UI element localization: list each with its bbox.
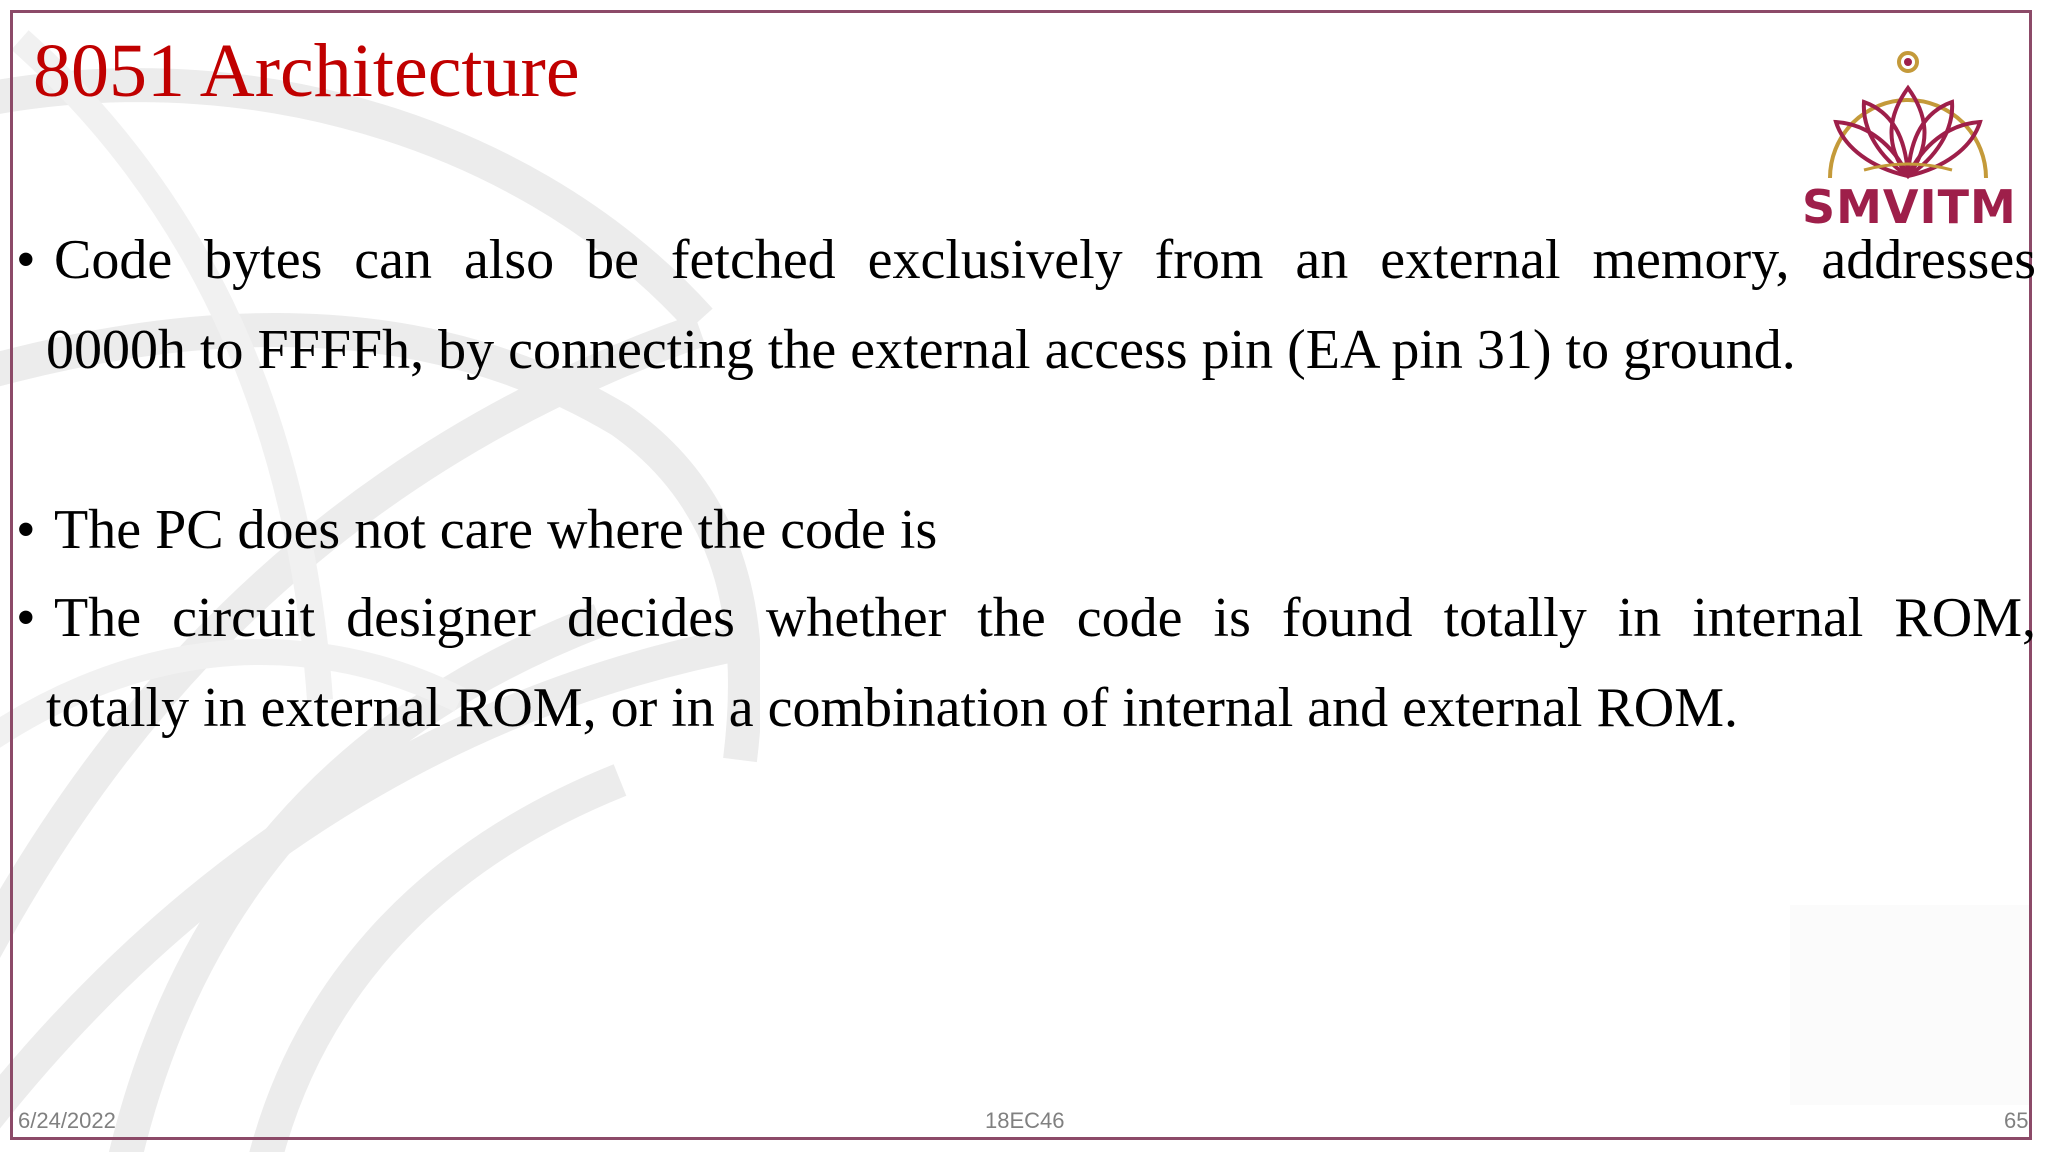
bullet-3-line-2: totally in external ROM, or in a combina…: [46, 677, 1739, 739]
footer-date: 6/24/2022: [18, 1108, 116, 1133]
bullet-marker: •: [16, 587, 36, 649]
bullet-item-3: • The circuit designer decides whether t…: [16, 573, 2036, 753]
smvitm-lotus-logo-icon: [1828, 51, 1988, 180]
logo-wordmark: SMVITM: [1802, 180, 2017, 234]
bullet-item-1: • Code bytes can also be fetched exclusi…: [16, 215, 2036, 395]
footer-course-code: 18EC46: [985, 1108, 1065, 1133]
bullet-marker: •: [16, 499, 36, 561]
bullet-2-line-1: The PC does not care where the code is: [54, 499, 938, 561]
corner-patch: [1790, 905, 2030, 1105]
bullet-3-line-1: The circuit designer decides whether the…: [54, 587, 2036, 649]
footer-page-number: 65: [2004, 1108, 2029, 1133]
bullet-1-line-2: 0000h to FFFFh, by connecting the extern…: [46, 319, 1796, 381]
lotus-watermark-icon: [0, 30, 760, 1152]
slide-frame: [10, 10, 2032, 1140]
bullet-1-line-1: Code bytes can also be fetched exclusive…: [54, 229, 2036, 291]
bullet-item-2: • The PC does not care where the code is: [16, 485, 2036, 575]
bullet-marker: •: [16, 229, 36, 291]
slide-title: 8051 Architecture: [33, 29, 580, 113]
